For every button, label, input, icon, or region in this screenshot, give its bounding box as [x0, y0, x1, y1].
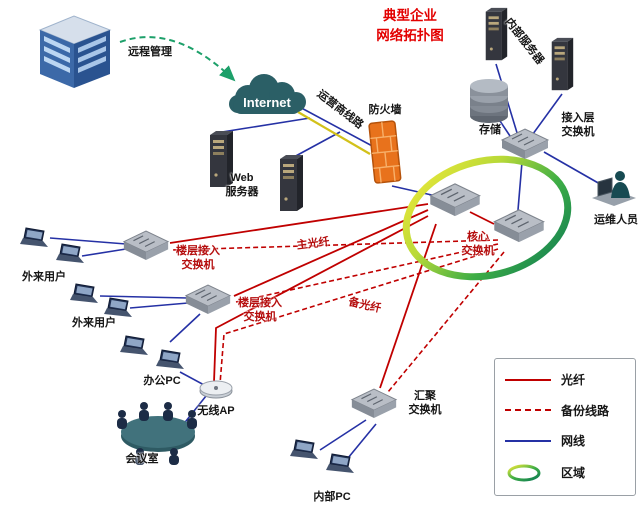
external-users-2-label: 外来用户 — [72, 317, 116, 329]
zone-ring-sample — [505, 463, 551, 483]
ops-staff-label: 运维人员 — [594, 214, 638, 226]
firewall-label: 防火墙 — [368, 104, 402, 116]
external-users-1-label: 外来用户 — [22, 271, 66, 283]
node-internal-laptop-1 — [288, 438, 324, 471]
server-tower-icon — [485, 7, 508, 61]
legend-zone-label: 区域 — [561, 466, 586, 481]
node-internet: Internet — [220, 70, 314, 127]
node-web-server-2 — [276, 152, 306, 221]
laptop-icon — [119, 335, 149, 356]
laptop-icon — [155, 349, 185, 370]
cable-line-sample — [505, 439, 551, 442]
node-wireless-ap — [196, 378, 236, 405]
storage-icon — [470, 79, 508, 123]
aggregation-switch-label: 汇聚 交换机 — [408, 390, 442, 416]
node-headquarters-building — [28, 8, 120, 97]
operator-icon — [592, 171, 636, 206]
node-internal-laptop-2 — [324, 452, 360, 485]
legend-item-cable: 网线 — [505, 432, 625, 449]
node-internal-server-1 — [482, 6, 510, 69]
node-internal-server-2 — [548, 36, 576, 99]
page-title: 典型企业 网络拓扑图 — [376, 8, 444, 44]
floor-switch-1-label: 楼层接入 交换机 — [176, 245, 220, 271]
legend-item-zone: 区域 — [505, 463, 625, 483]
firewall-icon — [368, 120, 402, 184]
node-floor-switch-2 — [182, 282, 234, 322]
legend-item-backup: 备份线路 — [505, 402, 625, 419]
access-switch-label: 接入层 交换机 — [561, 112, 595, 138]
backup-lines — [171, 239, 505, 393]
legend: 光纤 备份线路 网线 — [494, 358, 636, 496]
switch-icon — [123, 230, 169, 261]
meeting-room-label: 会议室 — [125, 453, 159, 465]
backup-line-sample — [505, 409, 551, 412]
node-aggregation-switch — [348, 386, 400, 426]
conference-table-icon — [117, 402, 197, 465]
node-meeting-room — [110, 400, 206, 471]
laptop-icon — [69, 283, 99, 304]
internet-cloud-icon: Internet — [229, 74, 306, 114]
remote-management-label: 远程管理 — [128, 46, 172, 58]
server-tower-icon — [551, 37, 574, 91]
server-tower-icon — [280, 155, 303, 211]
laptop-icon — [325, 453, 355, 474]
building-icon — [38, 15, 112, 88]
laptop-icon — [55, 243, 85, 264]
legend-cable-label: 网线 — [561, 434, 586, 449]
floor-switch-2-label: 楼层接入 交换机 — [238, 297, 282, 323]
carrier-line — [297, 111, 371, 155]
legend-fiber-label: 光纤 — [561, 373, 586, 387]
wireless-ap-icon — [199, 380, 233, 399]
node-firewall — [362, 118, 408, 193]
web-server-label: Web 服务器 — [225, 172, 259, 198]
zone-ring-icon — [507, 464, 541, 482]
laptop-icon — [289, 439, 319, 460]
fiber-line-sample — [505, 378, 551, 381]
node-external-laptop-3 — [68, 282, 104, 315]
core-zone-ring — [402, 155, 572, 281]
internal-pc-label: 内部PC — [313, 491, 351, 503]
switch-icon — [429, 183, 481, 217]
node-external-laptop-1 — [18, 226, 54, 259]
switch-icon — [501, 128, 549, 160]
office-pc-label: 办公PC — [143, 375, 181, 387]
fiber-lines — [169, 203, 495, 389]
node-ops-staff — [590, 166, 638, 217]
storage-label: 存储 — [479, 124, 501, 136]
remote-management-arrow — [119, 36, 236, 82]
switch-icon — [351, 388, 397, 419]
node-storage — [466, 78, 512, 129]
node-office-laptop-1 — [118, 334, 154, 367]
legend-item-fiber: 光纤 — [505, 371, 625, 388]
node-floor-switch-1 — [120, 228, 172, 268]
node-access-switch — [498, 126, 552, 167]
wireless-ap-label: 无线AP — [197, 405, 235, 417]
switch-icon — [185, 284, 231, 315]
core-switch-label: 核心 交换机 — [461, 231, 495, 257]
node-core-switch-1 — [426, 180, 484, 225]
internet-label: Internet — [243, 95, 291, 110]
legend-backup-label: 备份线路 — [561, 403, 610, 418]
laptop-icon — [19, 227, 49, 248]
